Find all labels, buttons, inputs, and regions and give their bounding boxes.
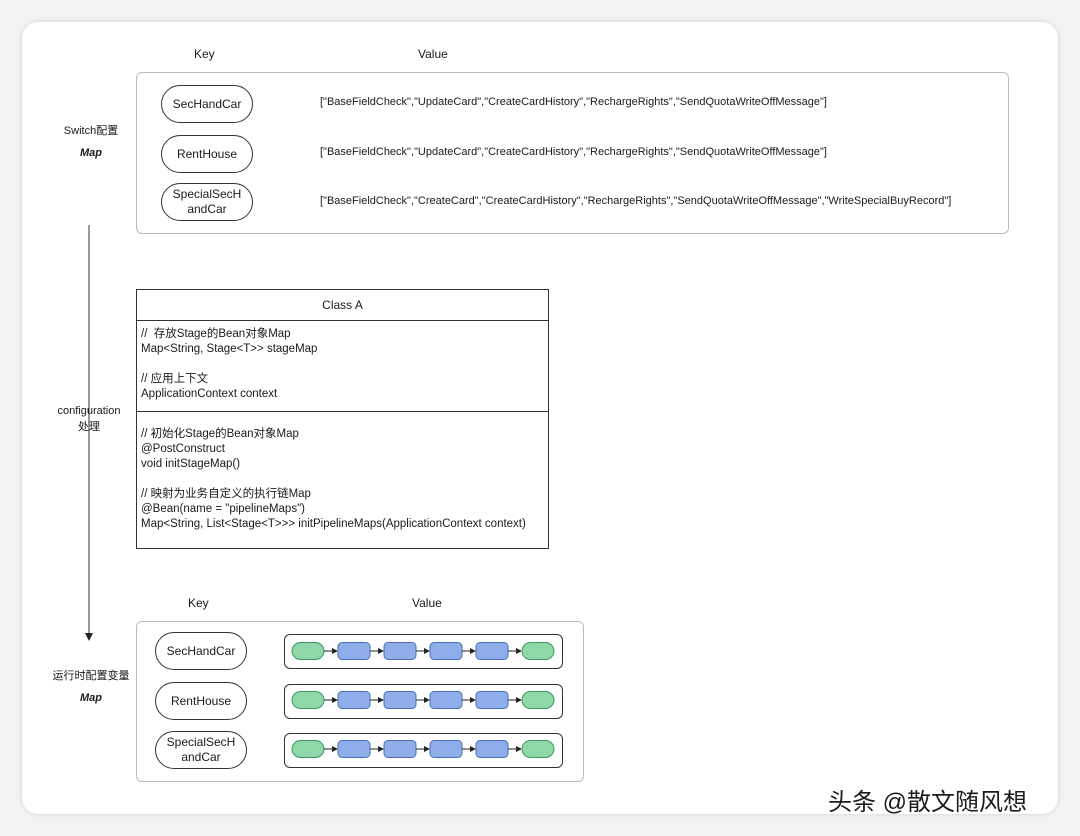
field-line: ApplicationContext context (141, 388, 278, 400)
field-line: Map<String, Stage<T>> stageMap (141, 343, 318, 355)
key-line-1: SpecialSecH (172, 187, 242, 201)
top-side-label: Switch配置 Map (50, 123, 132, 161)
processing-text: 处理 (78, 421, 100, 433)
class-fields: // 存放Stage的Bean对象Map Map<String, Stage<T… (137, 321, 548, 411)
top-map-label: Map (80, 147, 102, 159)
pipeline-chain-sechandcar (284, 634, 563, 669)
class-methods: // 初始化Stage的Bean对象Map @PostConstruct voi… (137, 411, 548, 538)
runtime-key-renthouse: RentHouse (155, 682, 247, 720)
runtime-key-specialsechandcar: SpecialSecH andCar (155, 731, 247, 769)
bottom-side-label: 运行时配置变量 Map (44, 668, 138, 706)
key-specialsechandcar: SpecialSecH andCar (161, 183, 253, 221)
bottom-key-header: Key (188, 596, 209, 610)
pipeline-chain-specialsechandcar (284, 733, 563, 768)
field-line (141, 357, 544, 372)
class-a-title: Class A (137, 290, 548, 321)
bottom-value-header: Value (412, 596, 442, 610)
method-line: void initStageMap() (141, 458, 241, 470)
configuration-text: configuration (57, 405, 121, 417)
key-sechandcar: SecHandCar (161, 85, 253, 123)
value-sechandcar: ["BaseFieldCheck","UpdateCard","CreateCa… (320, 96, 827, 108)
method-line: // 映射为业务自定义的执行链Map (141, 488, 311, 500)
class-a-box: Class A // 存放Stage的Bean对象Map Map<String,… (136, 289, 549, 549)
watermark: 头条 @散文随风想 (828, 789, 1028, 816)
field-line: // 存放Stage的Bean对象Map (141, 328, 291, 340)
switch-config-label: Switch配置 (63, 125, 119, 137)
method-line (141, 472, 544, 487)
key-renthouse: RentHouse (161, 135, 253, 173)
runtime-key-sechandcar: SecHandCar (155, 632, 247, 670)
value-renthouse: ["BaseFieldCheck","UpdateCard","CreateCa… (320, 146, 827, 158)
value-specialsechandcar: ["BaseFieldCheck","CreateCard","CreateCa… (320, 195, 952, 207)
top-key-header: Key (194, 47, 215, 61)
switch-config-box (136, 72, 1009, 234)
configuration-label: configuration 处理 (46, 403, 132, 435)
bottom-map-label: Map (80, 692, 102, 704)
method-line: Map<String, List<Stage<T>>> initPipeline… (141, 518, 526, 530)
top-value-header: Value (418, 47, 448, 61)
method-line: @Bean(name = "pipelineMaps") (141, 503, 305, 515)
field-line: // 应用上下文 (141, 373, 209, 385)
key-line-2: andCar (187, 202, 227, 216)
pipeline-chain-renthouse (284, 684, 563, 719)
method-line: @PostConstruct (141, 443, 225, 455)
runtime-config-label: 运行时配置变量 (52, 670, 130, 682)
method-line: // 初始化Stage的Bean对象Map (141, 428, 299, 440)
key-line-1: SpecialSecH (166, 735, 236, 749)
key-line-2: andCar (181, 750, 221, 764)
